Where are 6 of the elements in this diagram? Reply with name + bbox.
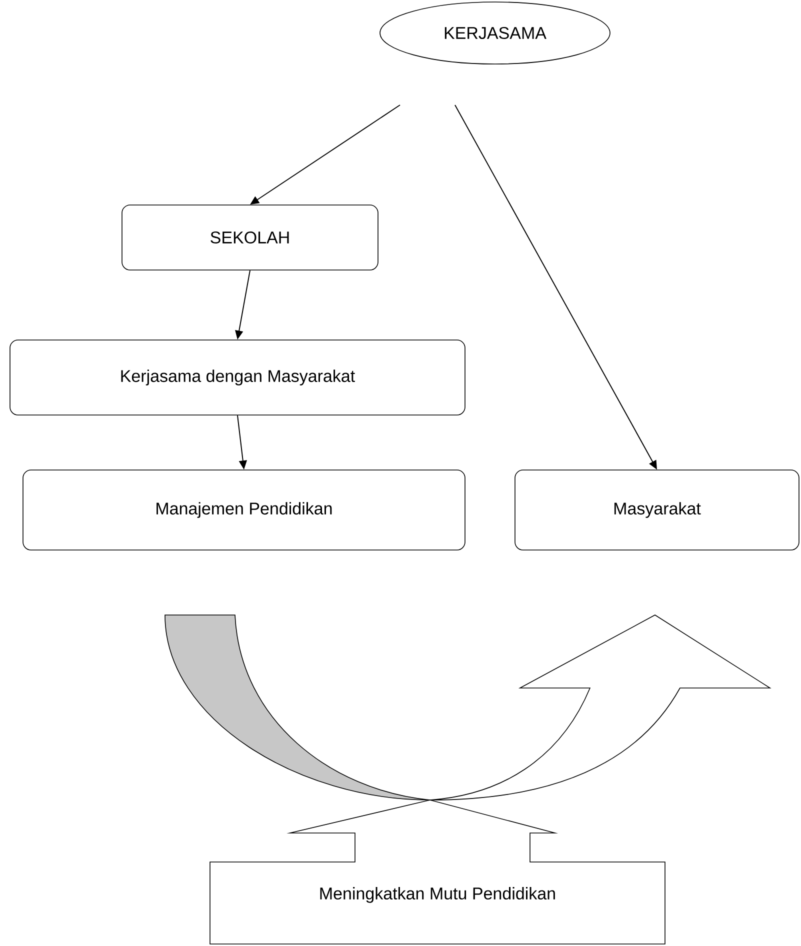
rounded-box: Kerjasama dengan Masyarakat xyxy=(10,340,466,416)
up-arrow-callout: Meningkatkan Mutu Pendidikan xyxy=(210,800,666,944)
rounded-box: Masyarakat xyxy=(514,470,800,550)
rounded-box: Manajemen Pendidikan xyxy=(22,470,466,550)
ellipse-node: KERJASAMA xyxy=(380,2,610,64)
rounded-box: SEKOLAH xyxy=(122,204,378,270)
